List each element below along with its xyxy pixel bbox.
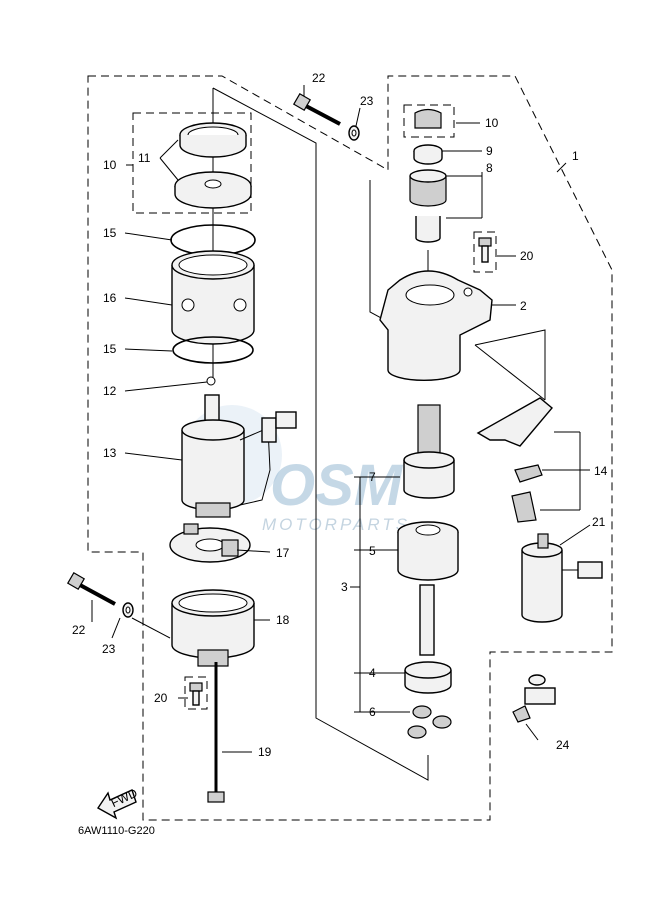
pinion-link — [474, 329, 546, 400]
callout-11: 11 — [138, 151, 151, 165]
solenoid-21 — [521, 533, 603, 623]
fwd-arrow-icon: FWD — [96, 786, 140, 820]
callout-13: 13 — [103, 446, 117, 460]
pinion-link-diag — [474, 344, 546, 401]
front-bracket — [379, 270, 493, 381]
planet-gears-6 — [407, 705, 452, 739]
drive-gear-7 — [403, 404, 455, 499]
cover-kit-box — [132, 112, 252, 214]
callout-4: 4 — [369, 666, 376, 680]
yoke-housing — [171, 250, 255, 345]
cover-plate — [174, 171, 252, 209]
bolt-22-left — [66, 571, 116, 606]
o-ring-lower — [172, 336, 254, 364]
assembly-boundary — [87, 75, 613, 821]
washer-23-top — [348, 125, 360, 141]
lever-14 — [476, 397, 553, 523]
callouts: 1 2 3 4 5 6 7 8 9 10 10 11 12 13 14 15 1… — [72, 71, 608, 759]
callout-19: 19 — [258, 745, 272, 759]
bolt-20-top — [478, 237, 492, 263]
callout-3: 3 — [341, 580, 348, 594]
callout-21: 21 — [592, 515, 606, 529]
cap-box — [403, 104, 455, 138]
planet-shaft-4 — [404, 584, 452, 694]
through-bolt — [207, 662, 225, 803]
callout-7: 7 — [369, 470, 376, 484]
callout-20-left: 20 — [154, 691, 168, 705]
spring — [415, 216, 441, 243]
cap-10 — [414, 108, 442, 129]
diagram-code: 6AW1110-G220 — [78, 825, 155, 837]
callout-5: 5 — [369, 544, 376, 558]
watermark-brand: OSM — [270, 453, 404, 518]
seal-ring — [179, 122, 247, 158]
callout-6: 6 — [369, 705, 376, 719]
bolt-box-lower — [184, 676, 208, 710]
callout-17: 17 — [276, 546, 290, 560]
callout-18: 18 — [276, 613, 290, 627]
callout-10-right: 10 — [485, 116, 499, 130]
callout-16: 16 — [103, 291, 117, 305]
callout-24: 24 — [556, 738, 570, 752]
callout-20-right: 20 — [520, 249, 534, 263]
callout-15-lower: 15 — [103, 342, 117, 356]
callout-10-left: 10 — [103, 158, 117, 172]
watermark-sub: MOTORPARTS — [262, 515, 410, 534]
collar-9 — [413, 144, 443, 165]
washer-23-left — [122, 602, 134, 618]
bolt-22-top — [292, 92, 341, 126]
callout-22-left: 22 — [72, 623, 86, 637]
callout-15-upper: 15 — [103, 226, 117, 240]
assembly-line-left — [212, 87, 429, 781]
assembly-line-right — [369, 180, 386, 321]
armature — [181, 394, 297, 518]
callout-9: 9 — [486, 144, 493, 158]
bolt-left-lower — [189, 682, 203, 706]
brush-holder — [169, 523, 251, 563]
callout-8: 8 — [486, 161, 493, 175]
stopper-5 — [397, 521, 459, 581]
callout-2: 2 — [520, 299, 527, 313]
callout-14: 14 — [594, 464, 608, 478]
bolt-box-upper — [473, 231, 497, 273]
rear-cover — [171, 589, 255, 667]
leader-lines — [91, 85, 591, 753]
nut-24 — [512, 674, 556, 723]
callout-23-top: 23 — [360, 94, 374, 108]
pinion-8 — [409, 169, 447, 207]
callout-23-left: 23 — [102, 642, 116, 656]
callout-22-top: 22 — [312, 71, 326, 85]
callout-12: 12 — [103, 384, 117, 398]
ball — [206, 376, 216, 386]
callout-1: 1 — [572, 149, 579, 163]
